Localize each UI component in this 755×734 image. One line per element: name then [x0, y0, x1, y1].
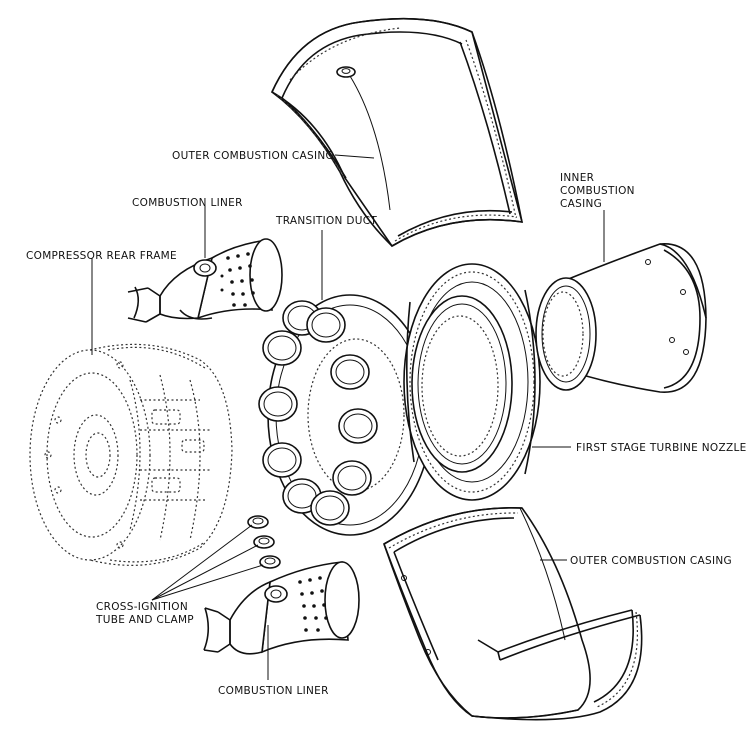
leader-cross-ignition-2: [151, 544, 259, 601]
transition-duct: [258, 294, 433, 536]
leader-outer-casing-top: [334, 154, 375, 159]
label-turbine-nozzle: FIRST STAGE TURBINE NOZZLE: [576, 442, 747, 454]
label-transition-duct: TRANSITION DUCT: [275, 215, 377, 227]
label-liner-bottom: COMBUSTION LINER: [218, 685, 329, 697]
compressor-rear-frame: [29, 343, 233, 566]
first-stage-turbine-nozzle: [403, 263, 541, 501]
leader-cross-ignition-1: [151, 524, 253, 601]
label-liner-top: COMBUSTION LINER: [132, 197, 243, 209]
liner-top-perforations: [220, 252, 255, 307]
inner-combustion-casing: [535, 243, 707, 393]
combustion-liner-bottom: [203, 561, 360, 655]
label-outer-casing-top: OUTER COMBUSTION CASING: [172, 150, 334, 162]
label-inner-casing-line3: CASING: [560, 198, 602, 210]
cross-ignition-tubes: [247, 515, 281, 569]
transition-duct-ports: [258, 300, 378, 526]
combustion-liner-top: [127, 238, 283, 323]
leader-cross-ignition-3: [151, 564, 264, 601]
label-rear-frame: COMPRESSOR REAR FRAME: [26, 250, 177, 262]
labels: OUTER COMBUSTION CASING COMBUSTION LINER…: [26, 150, 747, 697]
label-outer-casing-bottom: OUTER COMBUSTION CASING: [570, 555, 732, 567]
outer-combustion-casing-bottom: [383, 506, 643, 721]
label-inner-casing-line1: INNER: [560, 172, 594, 184]
label-inner-casing-line2: COMBUSTION: [560, 185, 635, 197]
liner-bottom-perforations: [298, 576, 328, 632]
outer-combustion-casing-top: [270, 17, 524, 248]
label-cross-ignition-line2: TUBE AND CLAMP: [95, 614, 194, 626]
leader-lines: [91, 154, 605, 680]
label-cross-ignition-line1: CROSS-IGNITION: [96, 601, 188, 613]
